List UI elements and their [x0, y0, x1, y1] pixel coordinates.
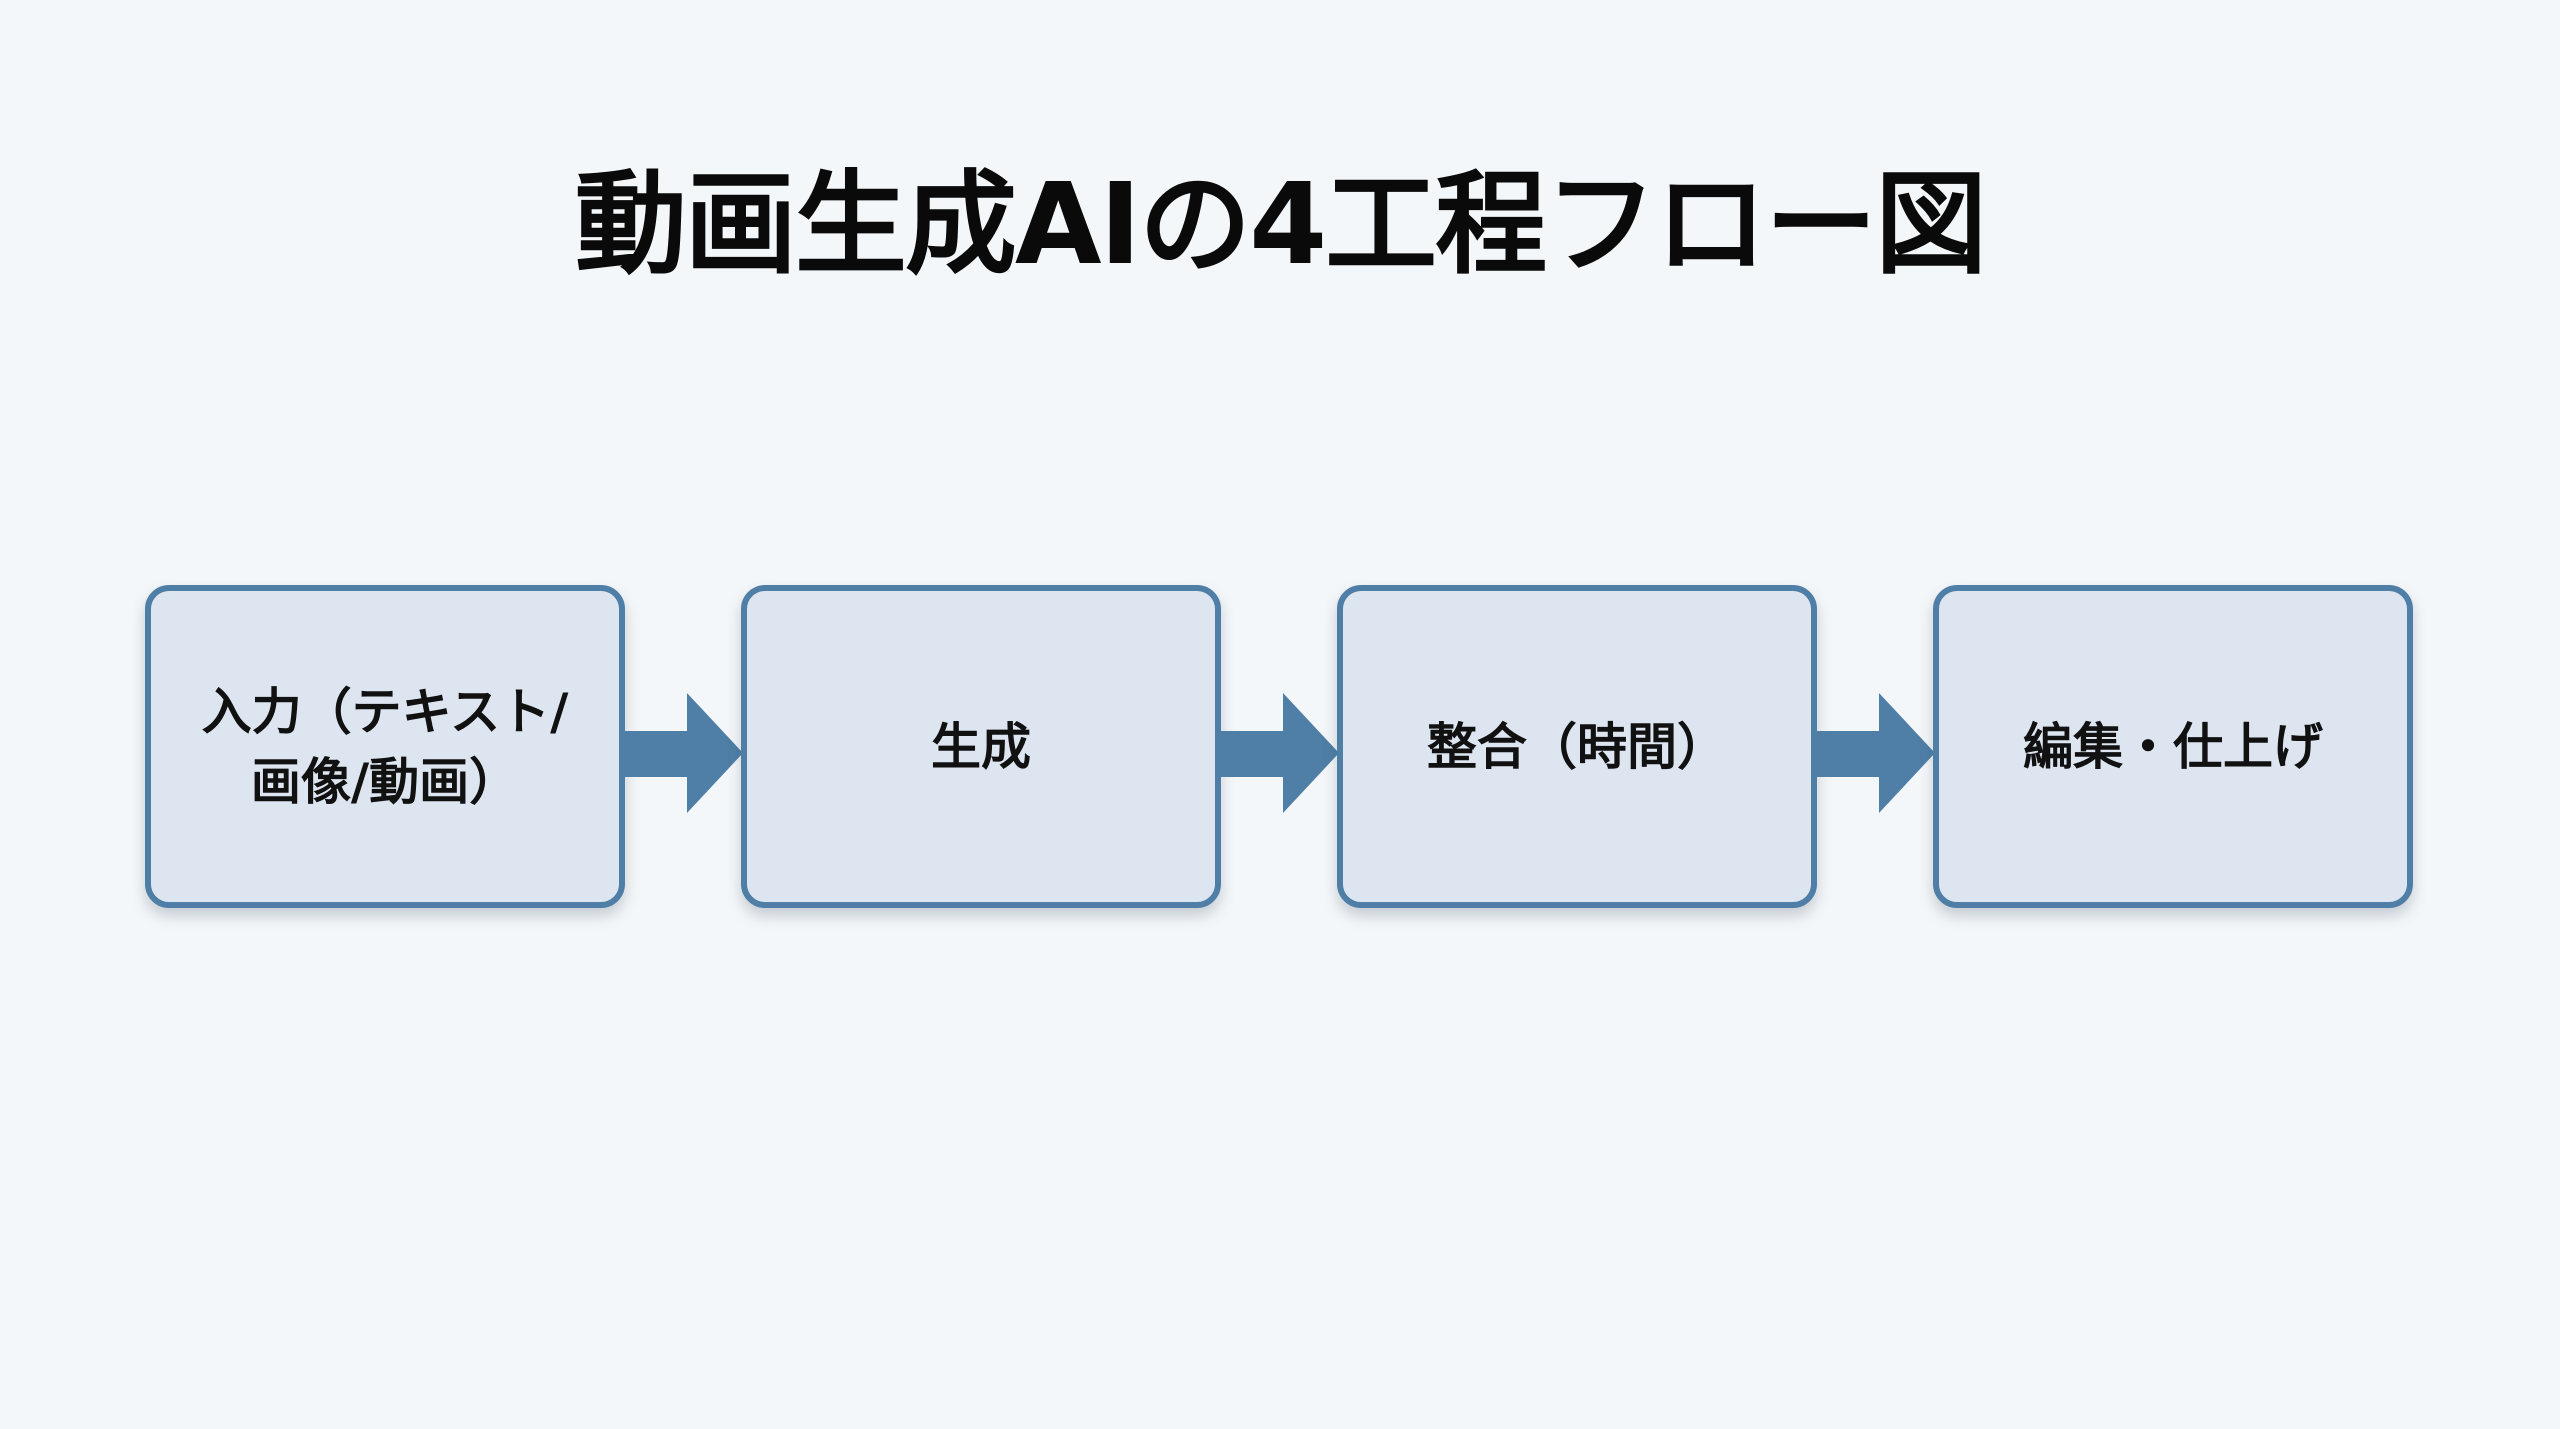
step-box-generate: 生成	[741, 585, 1221, 908]
arrow-shape	[625, 693, 743, 813]
step-box-input: 入力（テキスト/ 画像/動画）	[145, 585, 625, 908]
step-box-align: 整合（時間）	[1337, 585, 1817, 908]
step-label: 編集・仕上げ	[2023, 717, 2323, 776]
diagram-title: 動画生成AIの4工程フロー図	[574, 160, 1987, 290]
arrow-shape	[1221, 693, 1339, 813]
right-arrow-icon	[1817, 693, 1937, 813]
right-arrow-icon	[625, 693, 745, 813]
right-arrow-icon	[1221, 693, 1341, 813]
step-box-edit: 編集・仕上げ	[1933, 585, 2413, 908]
step-label: 整合（時間）	[1427, 717, 1727, 776]
step-label: 入力（テキスト/ 画像/動画）	[201, 682, 569, 811]
step-label: 生成	[931, 717, 1031, 776]
arrow-shape	[1817, 693, 1935, 813]
